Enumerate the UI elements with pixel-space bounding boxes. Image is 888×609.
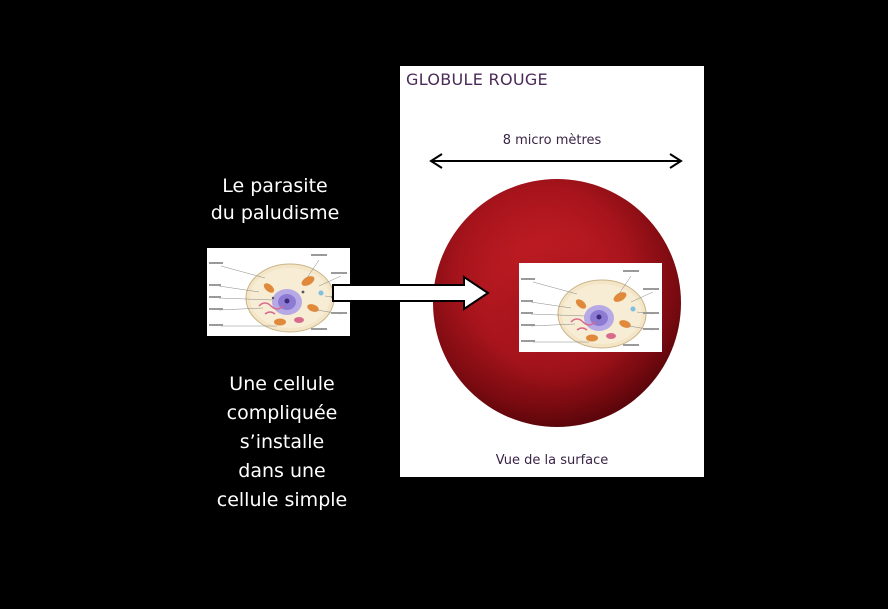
description-line: Une cellule [229,373,335,395]
right-arrow-icon [332,275,490,311]
description-line: cellule simple [216,489,348,511]
scale-label: 8 micro mètres [502,133,602,148]
description-line: s’installe [239,431,325,453]
cell-diagram-icon [207,248,350,336]
parasite-cell-image [207,248,350,336]
parasite-caption: Le parasite du paludisme [200,173,350,227]
panel-title: GLOBULE ROUGE [406,70,548,89]
description-caption: Une cellule compliquée s’installe dans u… [200,370,364,515]
cell-diagram-icon [519,263,662,352]
double-arrow-icon [429,153,683,169]
description-line: dans une [238,460,326,482]
parasite-caption-line: Le parasite [222,175,328,197]
parasite-caption-line: du paludisme [210,202,340,224]
description-line: compliquée [226,402,338,424]
surface-view-label: Vue de la surface [495,453,609,468]
parasite-in-cell-image [519,263,662,352]
